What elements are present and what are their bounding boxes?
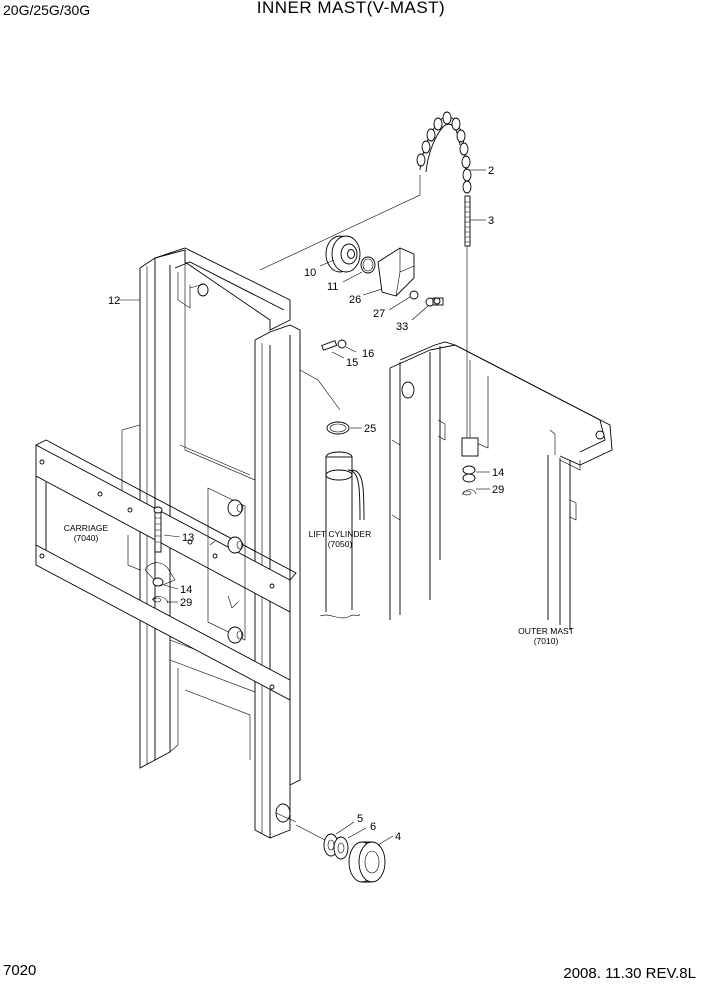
carriage-label: CARRIAGE: [64, 523, 109, 533]
callout-6: 6: [370, 821, 376, 833]
callout-5: 5: [357, 813, 363, 825]
callout-25: 25: [364, 423, 376, 435]
carriage: [35, 439, 297, 701]
callout-27: 27: [373, 308, 385, 320]
model-number: 20G/25G/30G: [3, 2, 91, 18]
callout-11: 11: [327, 281, 338, 293]
callout-29-outer: 29: [492, 484, 504, 496]
callout-14-outer: 14: [492, 467, 504, 479]
outer-mast-label: OUTER MAST: [518, 626, 574, 636]
callout-15: 15: [346, 357, 358, 369]
washer: [409, 290, 419, 300]
callout-26: 26: [349, 294, 361, 306]
lift-cylinder-label: LIFT CYLINDER: [309, 529, 372, 539]
callout-3: 2: [488, 165, 494, 177]
pin: [321, 340, 338, 351]
callout-4: 4: [395, 831, 401, 843]
callout-12: 3: [488, 215, 494, 227]
lift-cylinder: [319, 451, 365, 619]
callout-16: 16: [362, 348, 374, 360]
callout-14-carriage: 14: [180, 584, 192, 596]
nut: [337, 339, 347, 349]
bolt: [425, 297, 444, 307]
chain-anchor-bolt: [151, 506, 169, 604]
callout-13: 13: [182, 532, 194, 544]
page-number: 7020: [3, 962, 37, 979]
lift-chain: [416, 111, 472, 247]
carriage-ref: (7040): [74, 533, 99, 543]
page-title: INNER MAST(V-MAST): [256, 0, 446, 17]
callout-29-carriage: 29: [180, 597, 192, 609]
lift-cylinder-ref: (7050): [328, 539, 353, 549]
callout-10: 10: [304, 267, 316, 279]
mast-roller-bearing: [348, 841, 386, 883]
outer-mast: [389, 341, 613, 630]
outer-mast-ref: (7010): [534, 636, 559, 646]
sheave-bracket: [377, 247, 415, 297]
roller-shims: [323, 833, 349, 860]
sheave: [325, 235, 361, 273]
callout-33: 33: [396, 321, 408, 333]
callout-2: 12: [108, 295, 120, 307]
revision-date: 2008. 11.30 REV.8L: [563, 965, 696, 982]
